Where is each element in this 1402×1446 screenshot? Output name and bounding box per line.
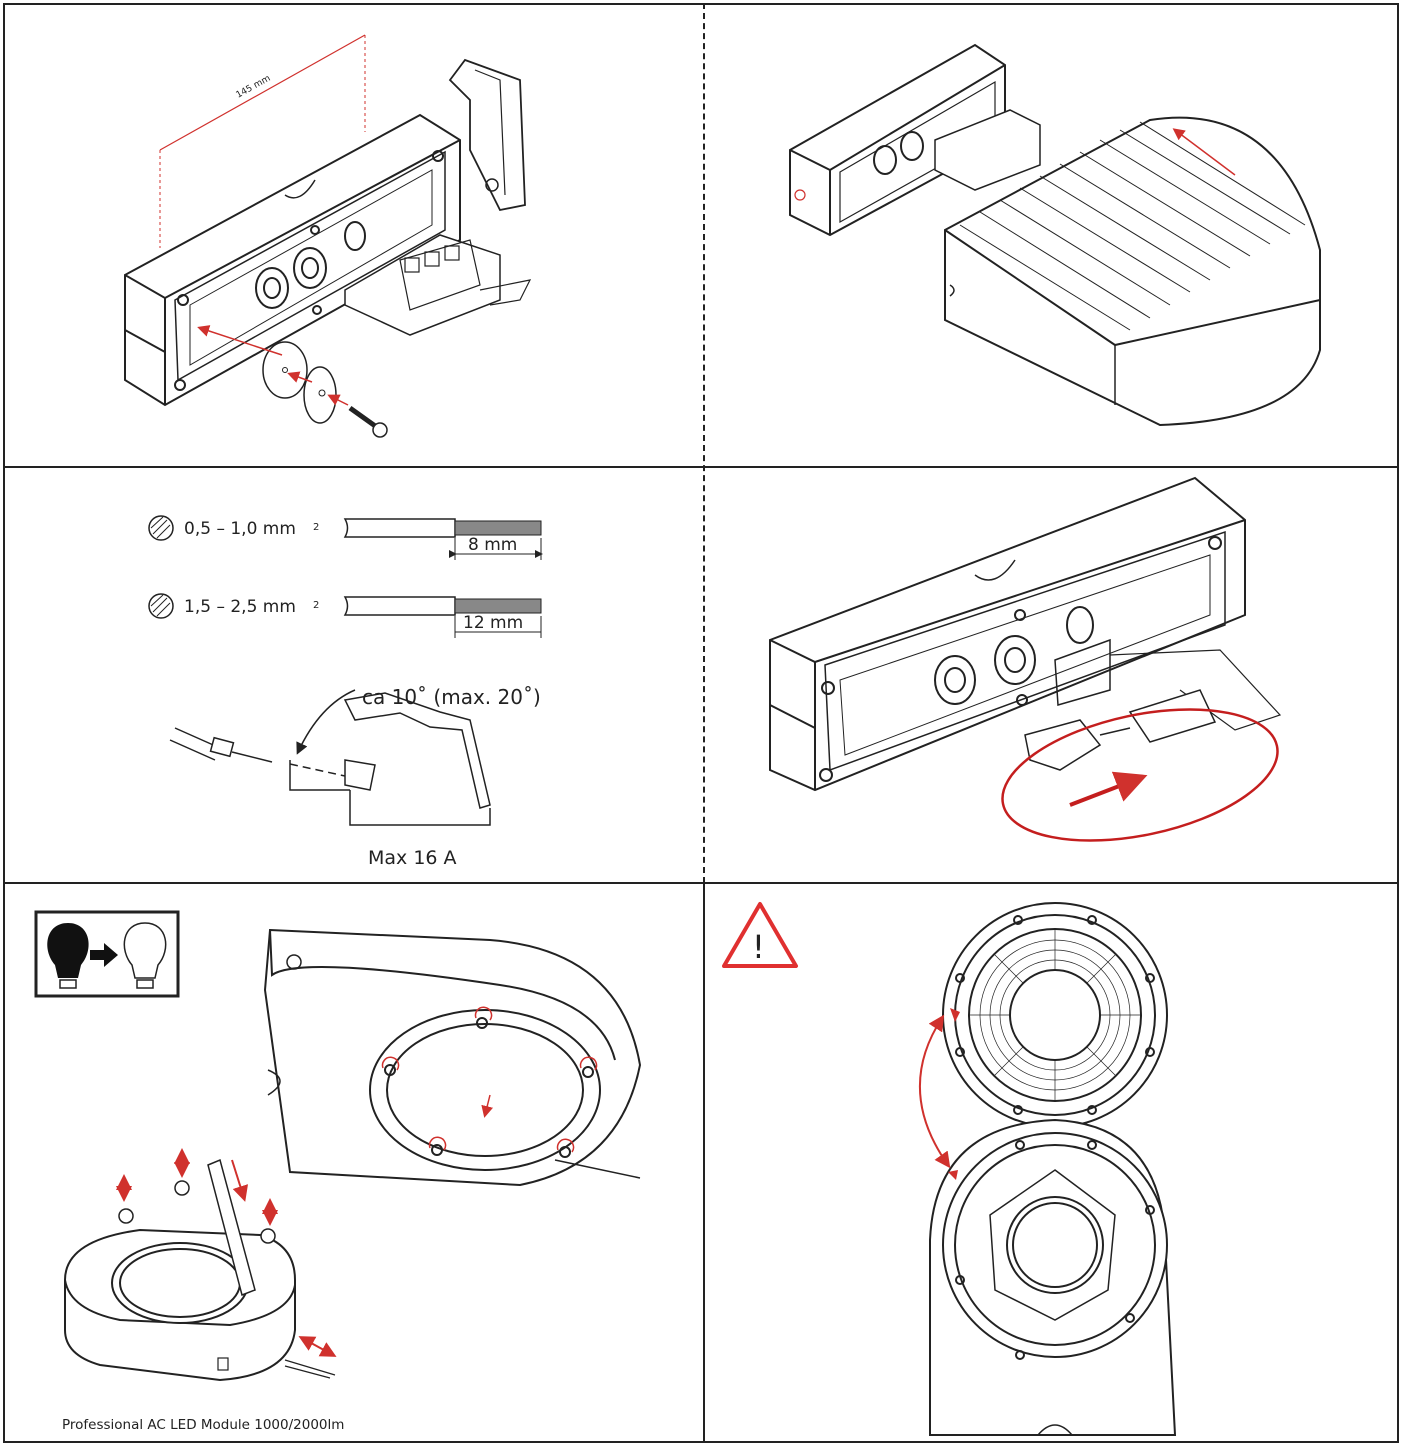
panel3-wiring-specs: [148, 515, 543, 826]
wire-large-strip-length: 12 mm: [463, 613, 523, 633]
wire-large-superscript: 2: [313, 600, 319, 611]
column-divider-dashed: [703, 3, 705, 883]
page-frame: [3, 3, 1399, 1443]
insertion-angle-label: ca 10˚ (max. 20˚): [362, 685, 541, 709]
panel5-led-module: [34, 910, 642, 1382]
wire-cross-section-icon: [148, 515, 174, 541]
max-current-label: Max 16 A: [368, 847, 457, 869]
wire-small-strip-length: 8 mm: [468, 535, 517, 555]
column-divider-solid: [703, 882, 705, 1443]
warning-symbol: !: [752, 928, 765, 966]
wire-small-section: 0,5 – 1,0 mm: [184, 519, 296, 539]
warning-triangle-icon: [722, 902, 798, 968]
wire-small-superscript: 2: [313, 522, 319, 533]
panel6-alignment-warning: [722, 902, 1177, 1436]
module-caption: Professional AC LED Module 1000/2000lm: [62, 1417, 344, 1433]
wire-large-section: 1,5 – 2,5 mm: [184, 597, 296, 617]
row-divider-1: [3, 466, 1399, 468]
dimension-label: 145 mm: [235, 74, 273, 101]
panel2-insert-luminaire: [789, 43, 1321, 427]
panel4-connector: [769, 476, 1282, 842]
bulb-replace-icon: [34, 910, 180, 998]
row-divider-2: [3, 882, 1399, 884]
panel1-mounting-box: [124, 34, 532, 438]
wire-cross-section-icon: [148, 593, 174, 619]
